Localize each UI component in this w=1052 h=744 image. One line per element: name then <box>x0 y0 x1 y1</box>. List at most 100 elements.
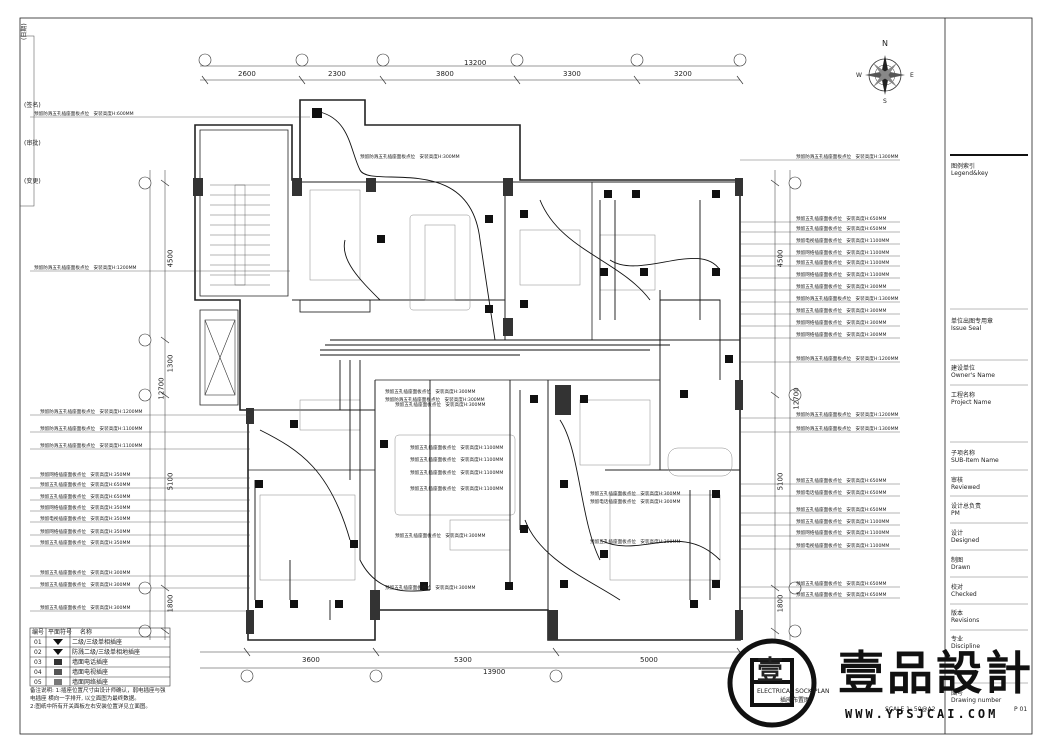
socket-annotation: 预留五孔插座面板点位 安装高度H:1100MM <box>410 487 503 492</box>
walls <box>194 99 741 641</box>
drawing-scale: SCALE 1: 50@A2 <box>885 706 936 713</box>
socket-annotation: 预留网络插座面板点位 安装高度H:1100MM <box>796 251 889 256</box>
compass-w: W <box>856 72 862 79</box>
socket-annotation-height: 安装高度H:1300MM <box>851 297 899 302</box>
socket-annotation-height: 安装高度H:650MM <box>841 508 887 513</box>
socket-annotation-label: 预留防溅五孔插座面板点位 <box>796 297 852 302</box>
socket-annotation-label: 预留网络插座面板点位 <box>796 321 842 326</box>
legend-table-grid <box>29 627 171 687</box>
socket-annotation-height: 安装高度H:300MM <box>430 586 476 591</box>
legend-row-no: 03 <box>34 659 42 666</box>
socket-annotation-label: 预留防溅五孔插座面板点位 <box>796 413 852 418</box>
wiring <box>254 111 721 620</box>
legend-row-no: 02 <box>34 649 42 656</box>
socket-annotation-label: 预留五孔插座面板点位 <box>410 487 456 492</box>
socket-annotation-height: 安装高度H:650MM <box>85 495 131 500</box>
socket-annotation-label: 预留五孔插座面板点位 <box>385 586 431 591</box>
socket-annotation-height: 安装高度H:1300MM <box>851 155 899 160</box>
socket-annotation-label: 预留五孔插座面板点位 <box>40 583 86 588</box>
socket-annotation: 预留五孔插座面板点位 安装高度H:650MM <box>796 227 886 232</box>
socket-annotation: 预留网络插座面板点位 安装高度H:350MM <box>40 473 130 478</box>
dim-right-total: 12700 <box>792 387 801 410</box>
socket-annotation-height: 安装高度H:300MM <box>440 534 486 539</box>
dimension-lines <box>149 65 791 669</box>
socket-annotation: 预留五孔插座面板点位 安装高度H:1100MM <box>410 458 503 463</box>
notes-line: 2:图纸中所有开关面板左右安装位置详见立面图。 <box>30 704 151 710</box>
socket-annotation-label: 预留防溅五孔插座面板点位 <box>40 427 96 432</box>
socket-annotation-label: 预留防溅五孔插座面板点位 <box>40 444 96 449</box>
socket-annotation-label: 预留五孔插座面板点位 <box>410 446 456 451</box>
compass-e: E <box>910 72 914 79</box>
socket-annotation: 预留五孔插座面板点位 安装高度H:650MM <box>796 479 886 484</box>
socket-annotation-label: 预留五孔插座面板点位 <box>796 227 842 232</box>
legend-header-no: 编号 <box>32 629 45 636</box>
socket-annotation: 预留五孔插座面板点位 安装高度H:1100MM <box>796 261 889 266</box>
socket-annotation-label: 预留五孔插座面板点位 <box>796 593 842 598</box>
dim-top-2: 3800 <box>436 70 454 78</box>
socket-annotation-label: 预留防溅五孔插座面板点位 <box>796 155 852 160</box>
socket-annotation-label: 预留五孔插座面板点位 <box>40 495 86 500</box>
socket-annotation: 预留防溅五孔插座面板点位 安装高度H:1200MM <box>40 410 143 415</box>
socket-annotation-height: 安装高度H:1100MM <box>455 458 504 463</box>
socket-annotation-label: 预留五孔插座面板点位 <box>395 534 441 539</box>
socket-annotation: 预留防溅五孔插座面板点位 安装高度H:1100MM <box>40 444 143 449</box>
socket-annotation: 预留电视插座面板点位 安装高度H:1100MM <box>796 239 889 244</box>
tb-sheet-no: P 01 <box>1014 706 1028 713</box>
socket-annotation-label: 预留五孔插座面板点位 <box>796 520 842 525</box>
socket-annotation: 预留电视插座面板点位 安装高度H:350MM <box>40 517 130 522</box>
dim-top-1: 2300 <box>328 70 346 78</box>
structural-columns <box>193 178 743 640</box>
logo-url: WWW.YPSJCAI.COM <box>845 707 999 721</box>
sheet-border <box>19 17 1033 735</box>
socket-annotation: 预留防溅五孔插座面板点位 安装高度H:600MM <box>34 112 134 117</box>
socket-annotation: 预留五孔插座面板点位 安装高度H:1100MM <box>796 520 889 525</box>
logo-seal-glyph: 壹 <box>757 656 784 686</box>
socket-annotation-height: 安装高度H:1100MM <box>455 446 504 451</box>
socket-annotation: 预留五孔插座面板点位 安装高度H:650MM <box>40 483 130 488</box>
socket-annotation-label: 预留五孔插座面板点位 <box>40 541 86 546</box>
socket-annotation: 预留五孔插座面板点位 安装高度H:300MM <box>796 285 886 290</box>
legend-symbols <box>53 639 63 685</box>
compass-n: N <box>882 39 888 48</box>
socket-annotation-height: 安装高度H:650MM <box>841 582 887 587</box>
dim-top-total: 13200 <box>464 59 487 67</box>
socket-annotation-height: 安装高度H:1100MM <box>841 239 890 244</box>
legend-row-name: 墙面电视插座 <box>72 669 109 676</box>
socket-annotation: 预留防溅五孔插座面板点位 安装高度H:1300MM <box>796 427 899 432</box>
socket-annotation-height: 安装高度H:300MM <box>430 390 476 395</box>
socket-annotation-label: 预留防溅五孔插座面板点位 <box>385 398 441 403</box>
socket-annotation-height: 安装高度H:650MM <box>85 483 131 488</box>
left-strip-date: (日期) <box>21 23 28 40</box>
socket-annotation-height: 安装高度H:350MM <box>85 473 131 478</box>
socket-annotation-label: 预留电视插座面板点位 <box>796 239 842 244</box>
socket-annotation-height: 安装高度H:650MM <box>841 227 887 232</box>
socket-annotation-height: 安装高度H:350MM <box>85 541 131 546</box>
dim-bottom-0: 3600 <box>302 656 320 664</box>
socket-annotation-label: 预留电话插座面板点位 <box>590 500 636 505</box>
legend-row-name: 二级/三级单相插座 <box>72 639 123 646</box>
socket-annotation-label: 预留五孔插座面板点位 <box>385 390 431 395</box>
socket-annotation-height: 安装高度H:650MM <box>841 479 887 484</box>
notes-line: 电插座 横向一字排开, 以立面图为最终数据。 <box>30 696 140 702</box>
socket-annotation-label: 预留五孔插座面板点位 <box>796 508 842 513</box>
socket-annotation: 预留防溅五孔插座面板点位 安装高度H:300MM <box>360 155 460 160</box>
socket-annotation-height: 安装高度H:350MM <box>85 506 131 511</box>
logo-wordmark: 壹品設計 <box>838 646 1034 700</box>
socket-annotation: 预留电视插座面板点位 安装高度H:1100MM <box>796 544 889 549</box>
socket-annotation-height: 安装高度H:1100MM <box>95 427 143 432</box>
dim-right-1: 5100 <box>776 472 785 491</box>
socket-annotation: 预留五孔插座面板点位 安装高度H:350MM <box>40 541 130 546</box>
socket-annotation: 预留五孔插座面板点位 安装高度H:1100MM <box>410 471 503 476</box>
socket-annotation-label: 预留电视插座面板点位 <box>796 544 842 549</box>
socket-annotation-height: 安装高度H:300MM <box>85 606 131 611</box>
socket-annotation-height: 安装高度H:1100MM <box>841 544 890 549</box>
socket-annotation-label: 预留网络插座面板点位 <box>796 273 842 278</box>
socket-annotation-height: 安装高度H:300MM <box>635 540 681 545</box>
